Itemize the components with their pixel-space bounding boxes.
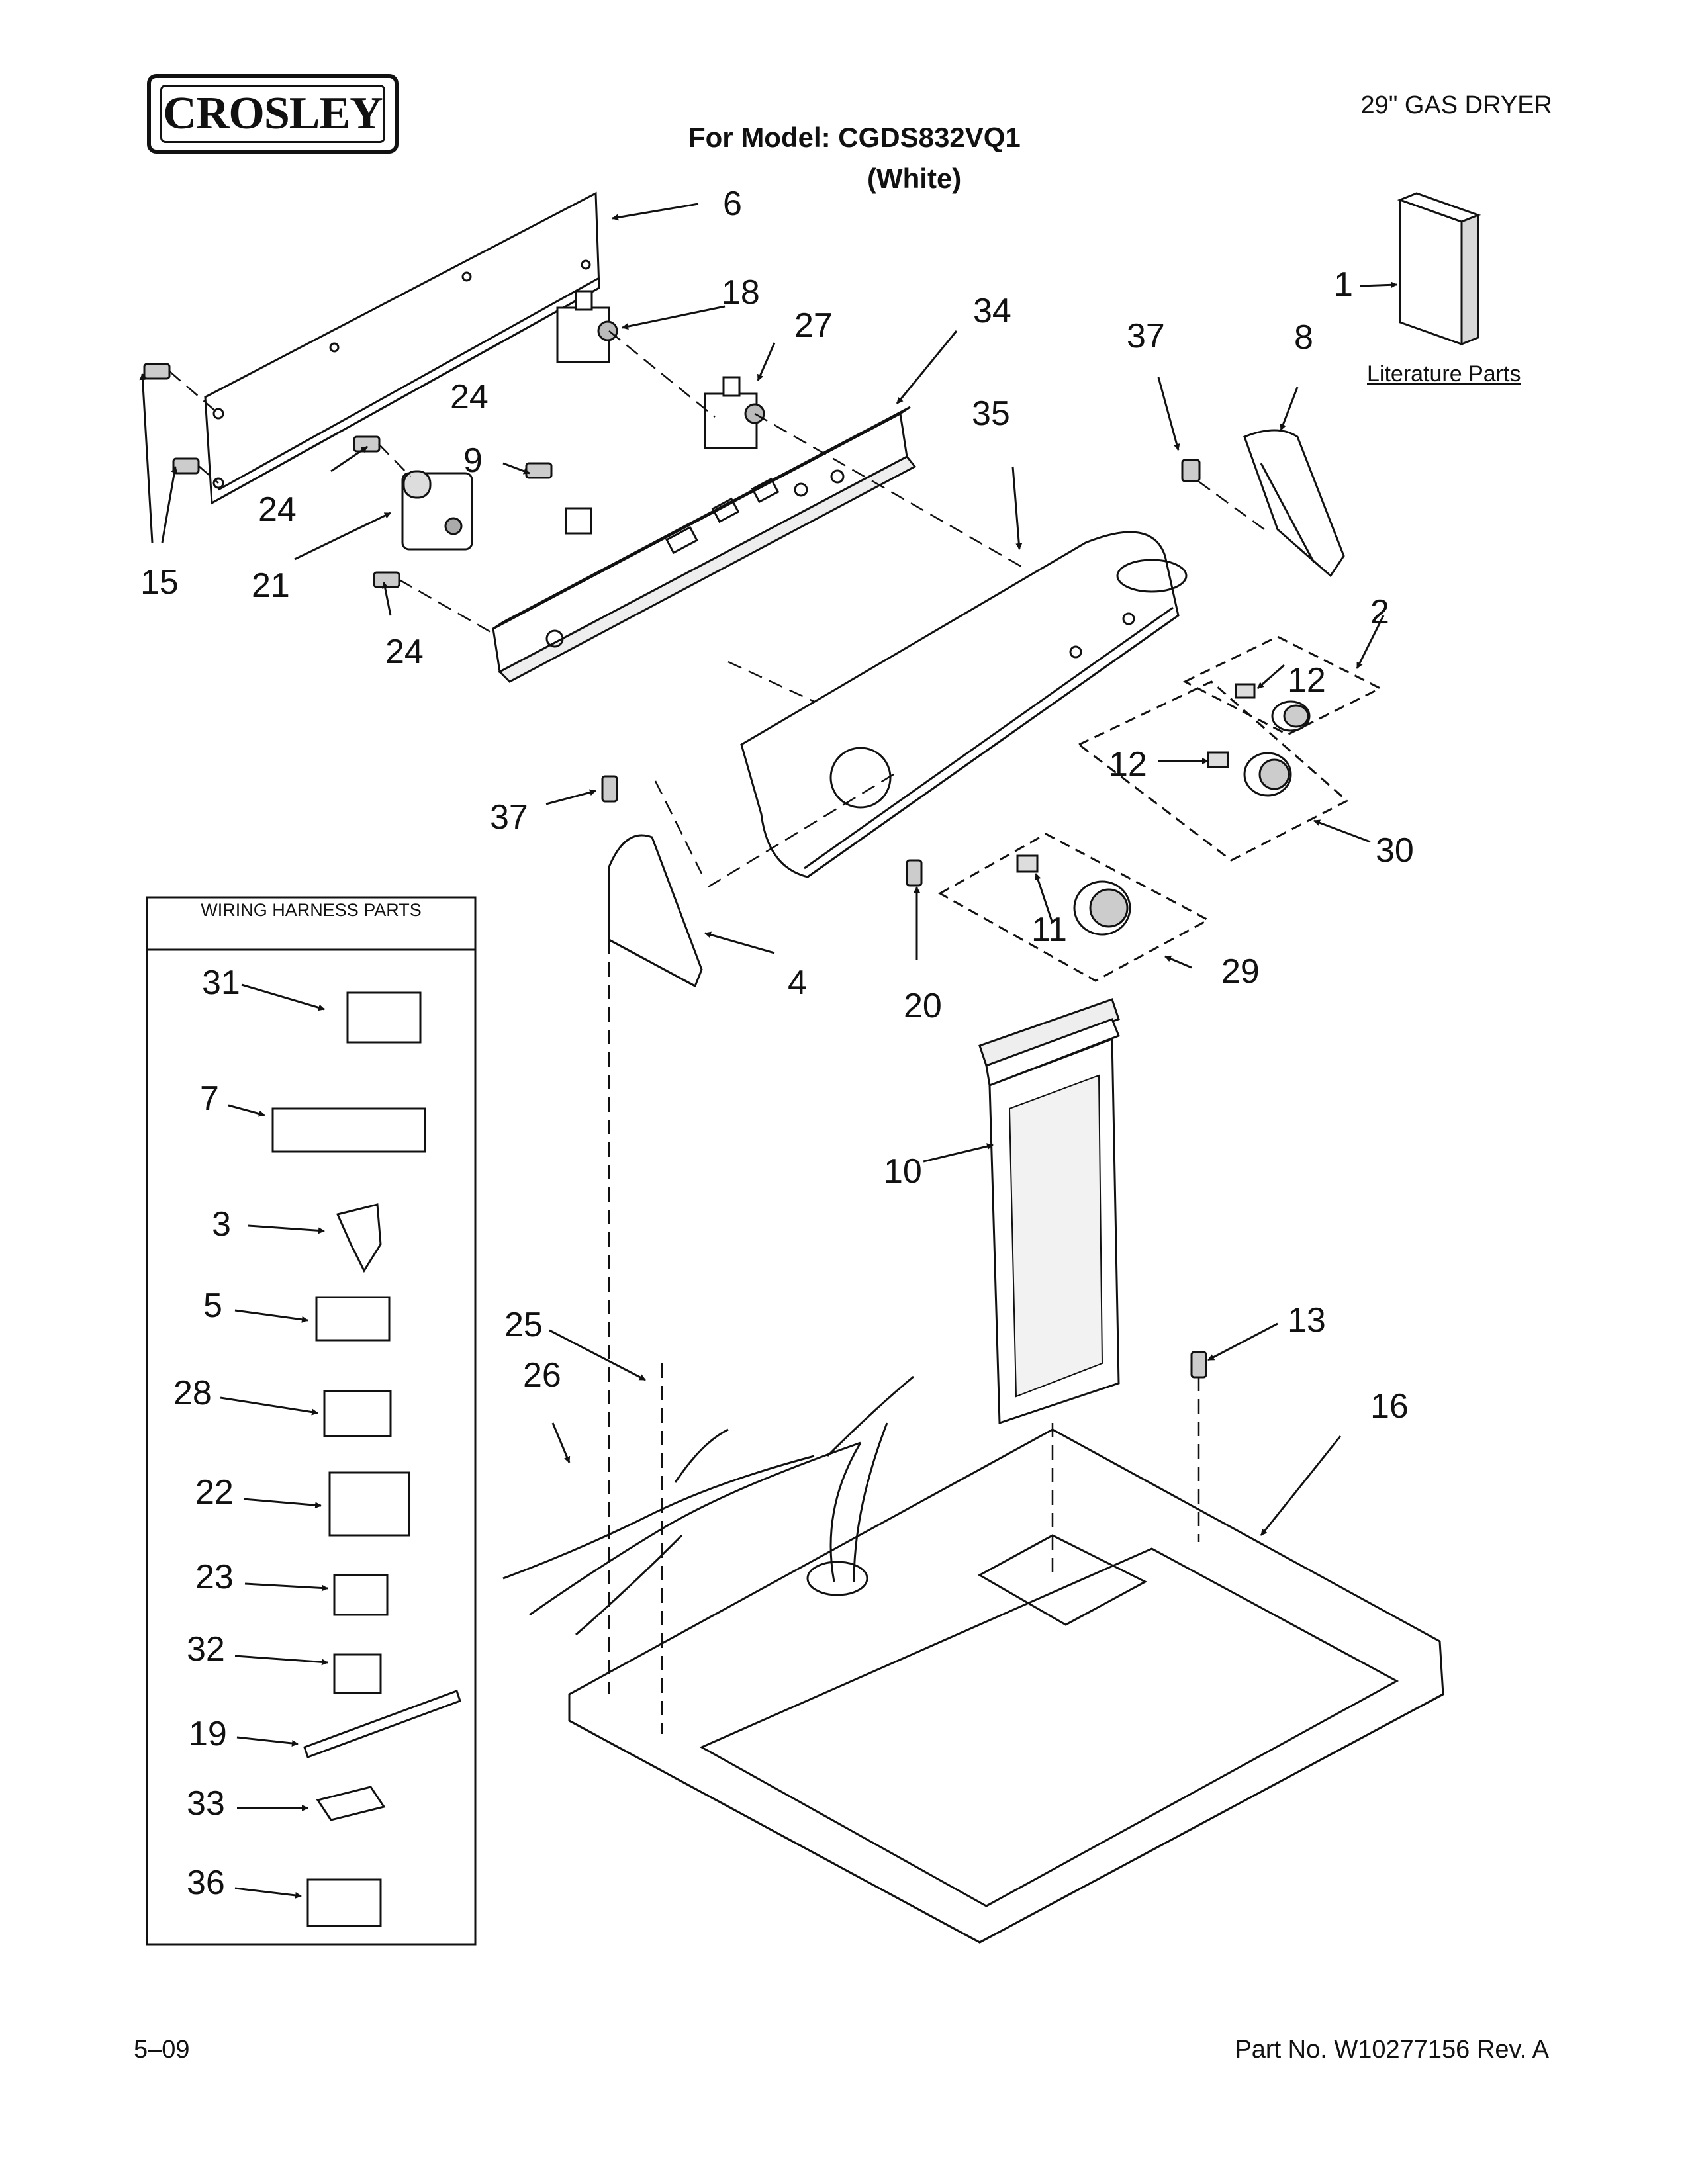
rear-panel-part <box>204 191 600 505</box>
callout-24-left: 24 <box>258 490 297 529</box>
callout-12-mid: 12 <box>1109 745 1147 784</box>
callout-26: 26 <box>523 1356 561 1394</box>
callout-34: 34 <box>973 292 1011 330</box>
callout-21: 21 <box>252 567 290 605</box>
model-line: For Model: CGDS832VQ1 <box>688 122 1021 153</box>
timer-part <box>401 470 473 551</box>
knob-group-2 <box>1182 635 1383 736</box>
harness-parts-box <box>146 896 477 1946</box>
callout-25: 25 <box>504 1306 543 1344</box>
callout-11: 11 <box>1031 911 1067 949</box>
callout-13: 13 <box>1288 1301 1326 1340</box>
callout-36: 36 <box>187 1864 225 1902</box>
switch-18-part <box>556 290 618 363</box>
callout-9: 9 <box>463 441 483 480</box>
top-panel-part <box>568 1428 1444 1944</box>
callout-28: 28 <box>173 1374 212 1412</box>
lint-filter-part <box>978 998 1120 1425</box>
callout-1: 1 <box>1334 265 1353 304</box>
color-line: (White) <box>867 163 962 194</box>
knob-group-29 <box>937 833 1211 982</box>
callout-22: 22 <box>195 1473 234 1512</box>
callout-18: 18 <box>722 273 760 312</box>
switch-27-part <box>704 376 765 449</box>
control-bracket-part <box>492 406 917 683</box>
end-cap-right-part <box>1243 429 1345 578</box>
callout-arrows <box>139 203 1397 1899</box>
clip-9-part <box>565 507 592 535</box>
wiring-harness-part <box>502 1375 914 1636</box>
callout-4: 4 <box>788 964 807 1002</box>
brand-logo-inner: CROSLEY <box>160 85 385 143</box>
callout-32: 32 <box>187 1630 225 1668</box>
callout-30: 30 <box>1376 831 1414 870</box>
callout-27: 27 <box>794 306 833 345</box>
end-cap-left-part <box>608 834 703 988</box>
callout-10: 10 <box>884 1152 922 1191</box>
callout-24-top: 24 <box>450 378 489 416</box>
product-type: 29" GAS DRYER <box>1360 91 1552 119</box>
brand-logo: CROSLEY <box>147 74 399 154</box>
callout-29: 29 <box>1221 952 1260 991</box>
callout-33: 33 <box>187 1784 225 1823</box>
callout-8: 8 <box>1294 318 1313 357</box>
callout-12-top: 12 <box>1288 661 1326 700</box>
control-console-part <box>740 531 1188 878</box>
footer-part-number: Part No. W10277156 Rev. A <box>1235 2036 1549 2064</box>
harness-parts-title: WIRING HARNESS PARTS <box>201 900 422 920</box>
callout-2: 2 <box>1370 593 1389 631</box>
callout-37-top: 37 <box>1127 317 1165 355</box>
callout-6: 6 <box>723 185 742 223</box>
callout-35: 35 <box>972 394 1010 433</box>
callout-20: 20 <box>904 987 942 1025</box>
callout-31: 31 <box>202 964 240 1002</box>
callout-16: 16 <box>1370 1387 1409 1426</box>
literature-book-part <box>1397 192 1481 346</box>
footer-date: 5–09 <box>134 2036 190 2064</box>
callout-15: 15 <box>140 563 179 602</box>
callout-7: 7 <box>200 1079 219 1118</box>
callout-23: 23 <box>195 1558 234 1596</box>
callout-3: 3 <box>212 1205 231 1244</box>
literature-parts-label: Literature Parts <box>1367 361 1521 387</box>
callout-5: 5 <box>203 1287 222 1325</box>
callout-24-bottom: 24 <box>385 633 424 671</box>
knob-group-30 <box>1077 680 1349 862</box>
assembly-leader-lines <box>169 330 1265 1734</box>
screw-parts <box>143 363 1207 1379</box>
callout-19: 19 <box>189 1715 227 1753</box>
callout-37-left: 37 <box>490 798 528 837</box>
harness-part-drawings <box>271 991 461 1927</box>
brand-logo-text: CROSLEY <box>163 88 383 139</box>
